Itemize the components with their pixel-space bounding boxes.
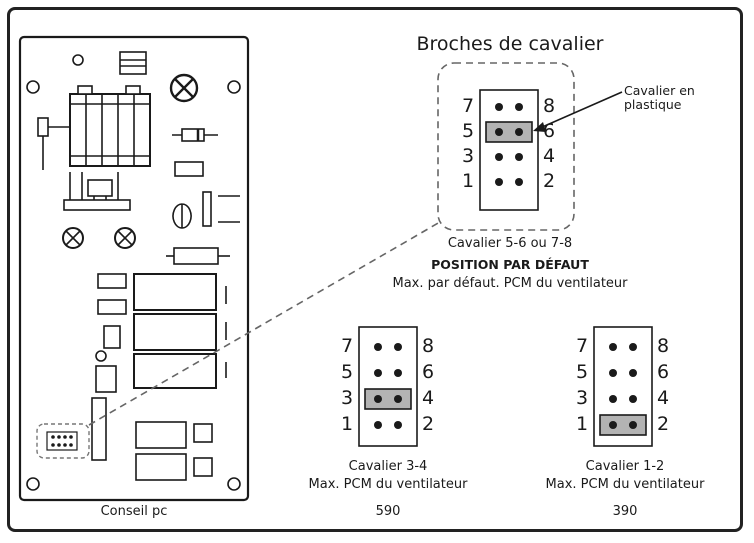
lamp-icon bbox=[169, 73, 199, 103]
pin-number: 8 bbox=[656, 335, 670, 357]
callout-label: Cavalier en plastique bbox=[624, 84, 695, 112]
pin-number: 6 bbox=[542, 120, 556, 142]
default-caption-line-3: Max. par défaut. PCM du ventilateur bbox=[392, 276, 628, 291]
zoom-box bbox=[437, 62, 575, 231]
pin-number: 7 bbox=[575, 335, 589, 357]
mount-hole-icon bbox=[227, 80, 241, 94]
pin-number: 3 bbox=[461, 145, 475, 167]
plastic-jumper bbox=[599, 414, 647, 436]
pin-number: 7 bbox=[340, 335, 354, 357]
zoom-line bbox=[88, 221, 441, 426]
pin-dot bbox=[609, 395, 617, 403]
low-caption-value: 390 bbox=[612, 504, 638, 519]
pin-dot bbox=[609, 421, 617, 429]
pin-number: 2 bbox=[656, 413, 670, 435]
pin-number: 1 bbox=[575, 413, 589, 435]
diagram-title: Broches de cavalier bbox=[416, 33, 604, 55]
pin-dot bbox=[495, 103, 503, 111]
low-caption-line-2: Max. PCM du ventilateur bbox=[545, 477, 705, 492]
pin-number: 8 bbox=[421, 335, 435, 357]
pin-number: 6 bbox=[421, 361, 435, 383]
pin-dot bbox=[394, 343, 402, 351]
pin-dot bbox=[629, 395, 637, 403]
mount-hole-icon bbox=[227, 477, 241, 491]
pin-number: 4 bbox=[542, 145, 556, 167]
pin-number: 5 bbox=[461, 120, 475, 142]
mid-caption-value: 590 bbox=[375, 504, 401, 519]
pin-dot bbox=[394, 421, 402, 429]
pin-dot bbox=[609, 343, 617, 351]
mount-hole-icon bbox=[26, 80, 40, 94]
jumper-header-mid bbox=[358, 326, 418, 447]
mid-caption-line-1: Cavalier 3-4 bbox=[348, 459, 428, 474]
pin-number: 4 bbox=[421, 387, 435, 409]
pin-dot bbox=[374, 421, 382, 429]
pin-dot bbox=[394, 369, 402, 377]
pin-number: 7 bbox=[461, 95, 475, 117]
pin-dot bbox=[495, 153, 503, 161]
pin-number: 5 bbox=[575, 361, 589, 383]
pin-dot bbox=[629, 343, 637, 351]
relay-icon bbox=[133, 273, 217, 311]
pin-number: 5 bbox=[340, 361, 354, 383]
pin-dot bbox=[609, 369, 617, 377]
pin-dot bbox=[629, 369, 637, 377]
transformer-icon bbox=[69, 85, 151, 167]
pin-dot bbox=[394, 395, 402, 403]
screw-icon bbox=[62, 227, 84, 249]
heatsink-icon bbox=[63, 172, 131, 211]
pin-number: 3 bbox=[575, 387, 589, 409]
mid-caption-line-2: Max. PCM du ventilateur bbox=[308, 477, 468, 492]
board-jumper-header bbox=[36, 423, 90, 459]
pin-dot bbox=[515, 178, 523, 186]
pin-number: 2 bbox=[542, 170, 556, 192]
pin-dot bbox=[515, 103, 523, 111]
pin-dot bbox=[374, 369, 382, 377]
screw-icon bbox=[114, 227, 136, 249]
pin-dot bbox=[515, 128, 523, 136]
arrow-head-icon bbox=[533, 122, 546, 132]
plastic-jumper bbox=[485, 121, 533, 143]
mount-hole-icon bbox=[26, 477, 40, 491]
pin-dot bbox=[495, 178, 503, 186]
pin-dot bbox=[374, 395, 382, 403]
relay-icon bbox=[133, 353, 217, 389]
pin-number: 3 bbox=[340, 387, 354, 409]
pin-number: 2 bbox=[421, 413, 435, 435]
pins-layer bbox=[364, 103, 647, 436]
callout-arrow bbox=[539, 91, 623, 129]
pin-number: 4 bbox=[656, 387, 670, 409]
low-caption-line-1: Cavalier 1-2 bbox=[585, 459, 665, 474]
pin-dot bbox=[495, 128, 503, 136]
callout-line-1: Cavalier en bbox=[624, 83, 695, 98]
default-caption-line-2: POSITION PAR DÉFAUT bbox=[431, 257, 589, 272]
fuse-icon bbox=[173, 247, 219, 265]
pin-dot bbox=[374, 343, 382, 351]
board-label: Conseil pc bbox=[100, 504, 168, 519]
pin-number: 6 bbox=[656, 361, 670, 383]
relay-icon bbox=[133, 313, 217, 351]
plastic-jumper bbox=[364, 388, 412, 410]
pin-dot bbox=[629, 421, 637, 429]
pin-number: 8 bbox=[542, 95, 556, 117]
callout-line-2: plastique bbox=[624, 97, 682, 112]
pin-number: 1 bbox=[461, 170, 475, 192]
pin-dot bbox=[515, 153, 523, 161]
default-caption-line-1: Cavalier 5-6 ou 7-8 bbox=[447, 236, 573, 251]
pc-board bbox=[18, 35, 250, 502]
pin-number: 1 bbox=[340, 413, 354, 435]
jumper-header-default bbox=[479, 89, 539, 211]
